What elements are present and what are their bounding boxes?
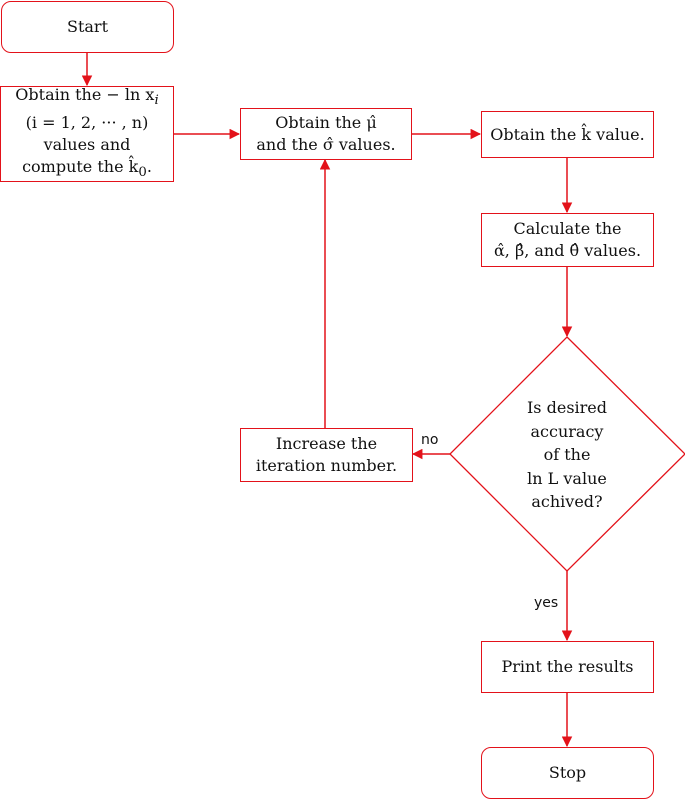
calculate-node: Calculate the α̂, β̂, and θ̂ values. <box>481 213 654 267</box>
print-results-node: Print the results <box>481 641 654 693</box>
decision-line-4: ln L value <box>527 468 607 488</box>
decision-line-2: accuracy <box>530 421 604 441</box>
start-node: Start <box>1 1 174 53</box>
increase-line-2: iteration number. <box>255 456 398 475</box>
obtain-ln-line-3: values and <box>43 135 131 154</box>
decision-diamond <box>449 336 685 572</box>
obtain-ln-line-4: compute the k̂ <box>22 157 139 176</box>
decision-line-1: Is desired <box>526 398 607 418</box>
obtain-mu-sigma-line-2: and the σ̂ values. <box>256 135 396 154</box>
obtain-mu-sigma-line-1: Obtain the μ̂ <box>275 113 377 132</box>
stop-label: Stop <box>548 763 587 782</box>
increase-line-1: Increase the <box>275 434 378 453</box>
obtain-k-label: Obtain the k̂ value. <box>490 124 645 144</box>
no-edge-label: no <box>421 432 439 448</box>
decision-line-3: of the <box>543 445 591 465</box>
calculate-line-1: Calculate the <box>513 219 622 238</box>
yes-edge-label: yes <box>534 595 559 611</box>
obtain-mu-sigma-node: Obtain the μ̂ and the σ̂ values. <box>240 108 412 160</box>
obtain-k-node: Obtain the k̂ value. <box>481 111 654 158</box>
calculate-line-2: α̂, β̂, and θ̂ values. <box>493 241 642 260</box>
increase-iteration-node: Increase the iteration number. <box>240 428 413 482</box>
stop-node: Stop <box>481 747 654 799</box>
obtain-ln-line-4-period: . <box>146 157 152 176</box>
decision-line-5: achived? <box>531 492 603 512</box>
decision-text: Is desired accuracy of the ln L value ac… <box>490 394 644 516</box>
print-results-label: Print the results <box>501 657 634 676</box>
start-label: Start <box>66 17 108 36</box>
obtain-ln-line-1: Obtain the − ln x <box>15 84 155 104</box>
obtain-ln-line-2: (i = 1, 2, ··· , n) <box>25 113 149 132</box>
obtain-ln-node: Obtain the − ln xi (i = 1, 2, ··· , n) v… <box>0 84 174 182</box>
